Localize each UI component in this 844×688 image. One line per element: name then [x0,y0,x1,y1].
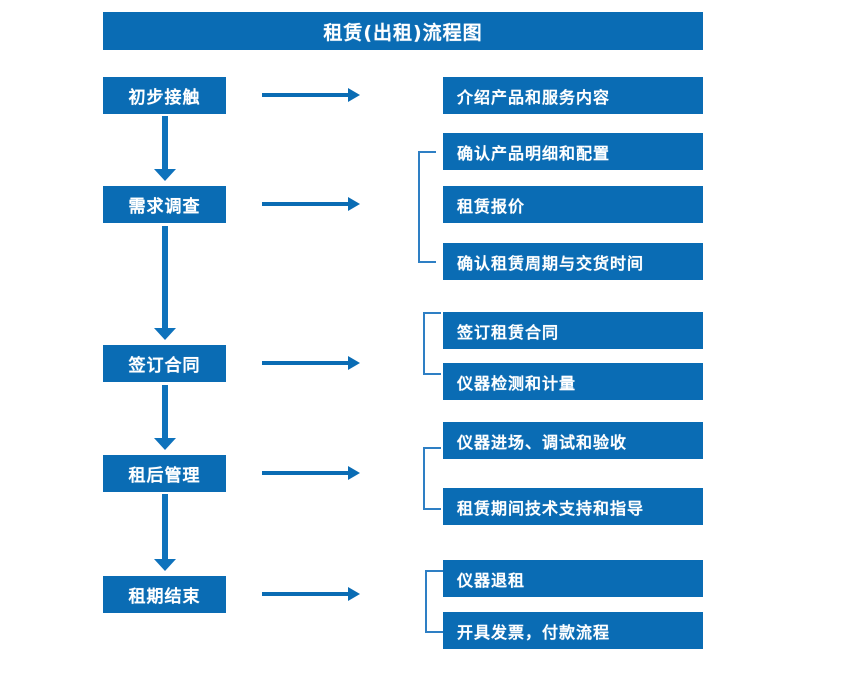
group-bracket-icon-4 [425,570,443,633]
group-bracket-icon-1 [418,151,436,263]
detail-box-8[interactable]: 租赁期间技术支持和指导 [443,488,703,525]
detail-box-1[interactable]: 介绍产品和服务内容 [443,77,703,114]
group-bracket-icon-3 [423,447,441,510]
group-bracket-icon-2 [423,312,441,375]
stage-box-4[interactable]: 租后管理 [103,455,226,492]
detail-box-7[interactable]: 仪器进场、调试和验收 [443,422,703,459]
arrow-down-icon-3 [154,385,176,451]
detail-box-6[interactable]: 仪器检测和计量 [443,363,703,400]
detail-box-4[interactable]: 确认租赁周期与交货时间 [443,243,703,280]
stage-box-5[interactable]: 租期结束 [103,576,226,613]
arrow-right-icon-1 [262,87,360,103]
detail-box-2[interactable]: 确认产品明细和配置 [443,133,703,170]
detail-box-10[interactable]: 开具发票，付款流程 [443,612,703,649]
arrow-right-icon-2 [262,196,360,212]
stage-box-2[interactable]: 需求调查 [103,186,226,223]
stage-box-3[interactable]: 签订合同 [103,345,226,382]
stage-box-1[interactable]: 初步接触 [103,77,226,114]
arrow-right-icon-5 [262,586,360,602]
detail-box-3[interactable]: 租赁报价 [443,186,703,223]
page-title: 租赁(出租)流程图 [103,12,703,50]
detail-box-9[interactable]: 仪器退租 [443,560,703,597]
arrow-right-icon-3 [262,355,360,371]
arrow-right-icon-4 [262,465,360,481]
arrow-down-icon-1 [154,116,176,182]
detail-box-5[interactable]: 签订租赁合同 [443,312,703,349]
arrow-down-icon-2 [154,226,176,341]
arrow-down-icon-4 [154,494,176,572]
